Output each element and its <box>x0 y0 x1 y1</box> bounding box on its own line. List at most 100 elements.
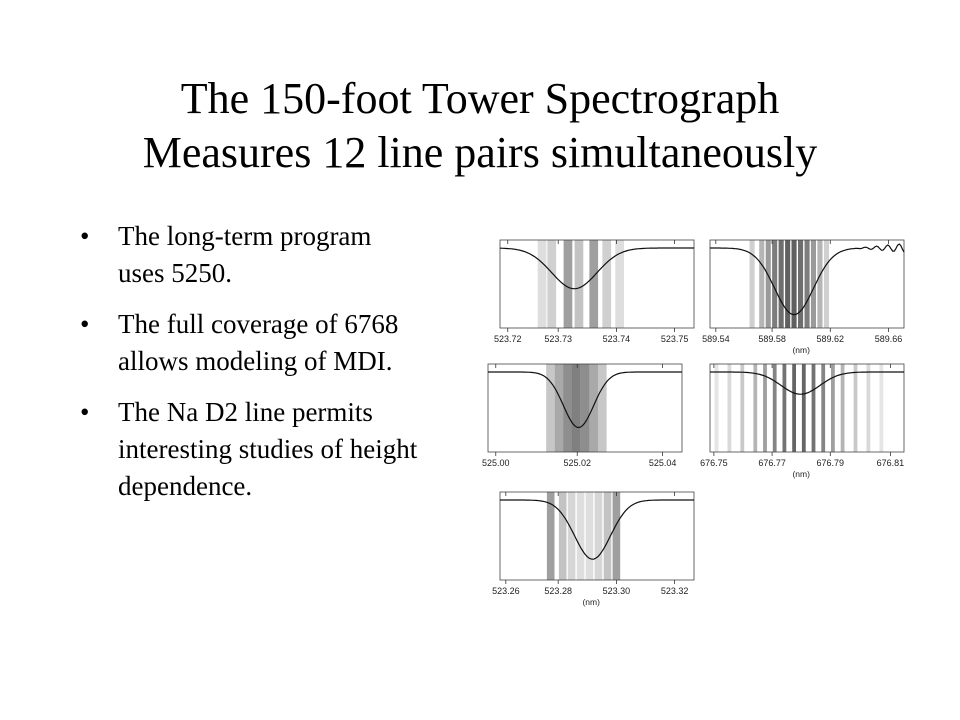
line-profile <box>500 499 694 560</box>
tick-label: 523.28 <box>544 586 572 596</box>
filter-band <box>840 364 845 452</box>
filter-band <box>546 492 555 580</box>
filter-band <box>778 240 784 328</box>
slide-title-line-1: The 150-foot Tower Spectrograph <box>180 74 780 123</box>
tick-label: 589.58 <box>758 334 786 344</box>
tick-label: 589.62 <box>817 334 845 344</box>
filter-band <box>866 364 871 452</box>
bullet-dot-icon: • <box>80 309 90 339</box>
slide-title-line-2: Measures 12 line pairs simultaneously <box>142 127 818 177</box>
panel-frame <box>487 363 683 453</box>
bullet-item: • The long-term program uses 5250. <box>80 218 378 292</box>
filter-band <box>567 492 576 580</box>
filter-band <box>602 240 612 328</box>
bullet-text: The full coverage of 6768 allows modelin… <box>118 309 399 376</box>
filter-band <box>759 240 765 328</box>
filter-band <box>785 240 791 328</box>
filter-band <box>589 364 598 452</box>
tick-label: 676.75 <box>700 458 728 468</box>
bullet-text: The Na D2 line permits interesting studi… <box>118 397 418 501</box>
tick-label: 676.77 <box>758 458 786 468</box>
bullet-text: The long-term program uses 5250. <box>118 221 372 288</box>
spectrum-panel-4: 676.75 676.77 676.79 676.81 (nm) <box>700 363 905 479</box>
bullet-dot-icon: • <box>80 221 90 251</box>
spectrum-panel-3: 525.00 525.02 525.04 <box>482 363 683 468</box>
panel-frame <box>499 239 695 329</box>
tick-label: 523.74 <box>603 334 631 344</box>
filter-band <box>603 492 612 580</box>
panel-frame <box>709 239 905 329</box>
x-axis-label: (nm) <box>582 597 600 607</box>
filter-band <box>615 240 624 328</box>
filter-band <box>594 492 603 580</box>
filter-band <box>554 364 564 452</box>
bullet-list: • The long-term program uses 5250. • The… <box>80 218 450 519</box>
filter-band <box>772 240 778 328</box>
filter-band <box>572 364 581 452</box>
filter-band <box>749 240 755 328</box>
tick-label: 523.72 <box>494 334 522 344</box>
line-profile <box>500 247 694 290</box>
filter-band <box>831 364 835 452</box>
x-axis-label: (nm) <box>792 345 810 355</box>
slide-title: The 150-foot Tower Spectrograph Measures… <box>40 72 920 179</box>
filter-band <box>817 240 823 328</box>
filter-band <box>821 364 826 452</box>
tick-label: 525.04 <box>649 458 677 468</box>
filter-band <box>714 364 719 452</box>
filter-band <box>801 364 806 452</box>
filter-band <box>740 364 745 452</box>
spectrum-panel-1: 523.72 523.73 523.74 523.75 <box>494 239 695 344</box>
filter-band <box>753 364 758 452</box>
filter-band <box>563 364 573 452</box>
filter-band <box>810 240 816 328</box>
x-axis-label: (nm) <box>792 469 810 479</box>
filter-band <box>580 364 590 452</box>
filter-band <box>547 240 557 328</box>
filter-band <box>792 364 796 452</box>
tick-label: 523.32 <box>661 586 689 596</box>
filter-band <box>589 240 599 328</box>
tick-label: 523.30 <box>603 586 631 596</box>
filter-band <box>811 364 816 452</box>
filter-band <box>798 240 804 328</box>
filter-band <box>597 364 607 452</box>
filter-band <box>576 492 585 580</box>
tick-label: 525.02 <box>563 458 591 468</box>
filter-band <box>546 364 555 452</box>
filter-band <box>612 492 621 580</box>
filter-band <box>772 364 777 452</box>
tick-label: 589.54 <box>702 334 730 344</box>
tick-label: 523.26 <box>492 586 520 596</box>
tick-label: 676.79 <box>817 458 845 468</box>
filter-band <box>574 240 584 328</box>
panel-frame <box>709 363 905 453</box>
line-profile <box>710 371 904 395</box>
line-profile <box>488 371 682 429</box>
tick-label: 523.73 <box>544 334 572 344</box>
filter-band <box>879 364 884 452</box>
panel-frame <box>499 491 695 581</box>
tick-label: 525.00 <box>482 458 510 468</box>
bullet-dot-icon: • <box>80 397 90 427</box>
bullet-item: • The Na D2 line permits interesting stu… <box>80 394 418 505</box>
filter-band <box>765 240 771 328</box>
filter-band <box>558 492 567 580</box>
filter-band <box>727 364 732 452</box>
spectrum-panel-2: 589.54 589.58 589.62 589.66 (nm) <box>702 239 905 355</box>
filter-band <box>791 240 797 328</box>
filter-band <box>782 364 787 452</box>
filter-band <box>563 240 573 328</box>
tick-label: 589.66 <box>875 334 903 344</box>
spectrum-panel-5: 523.26 523.28 523.30 523.32 (nm) <box>492 491 695 607</box>
filter-band <box>763 364 767 452</box>
filter-band <box>804 240 810 328</box>
filter-band <box>823 240 829 328</box>
line-profile <box>710 243 905 316</box>
filter-band <box>585 492 594 580</box>
bullet-item: • The full coverage of 6768 allows model… <box>80 306 458 380</box>
tick-label: 523.75 <box>661 334 689 344</box>
filter-band <box>853 364 858 452</box>
tick-label: 676.81 <box>877 458 905 468</box>
